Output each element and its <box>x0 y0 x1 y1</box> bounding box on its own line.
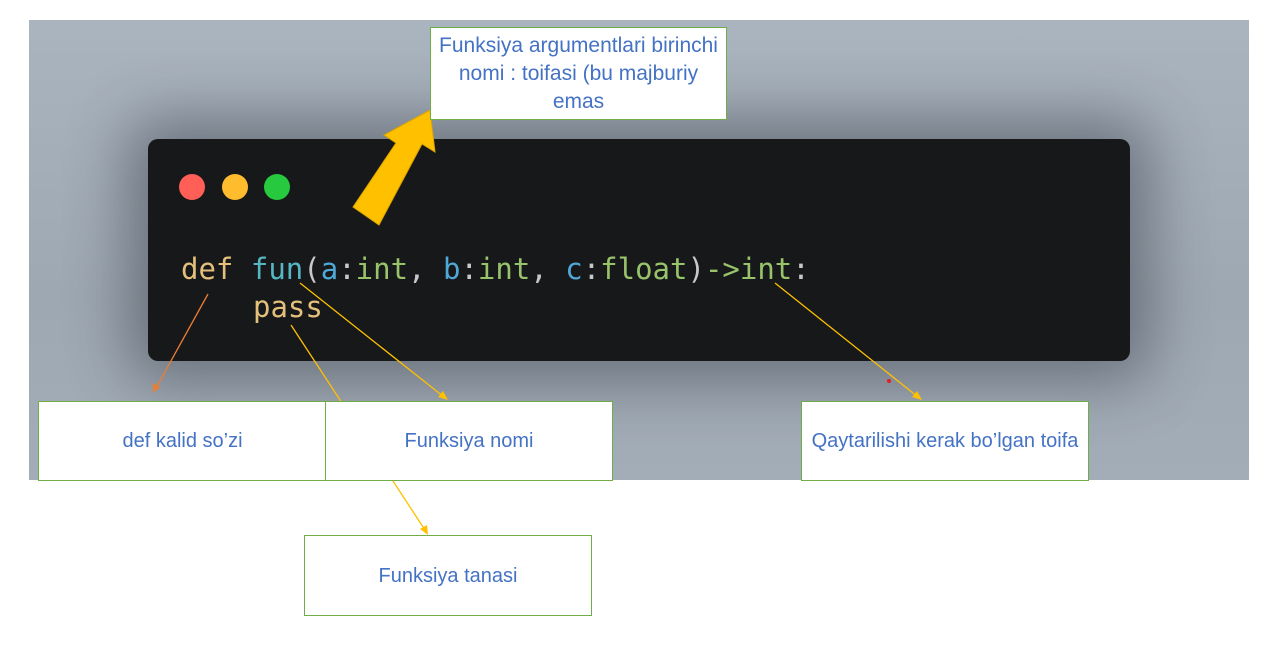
red-dot <box>887 379 891 383</box>
code-token: b <box>442 252 461 286</box>
code-token: int <box>739 252 793 286</box>
arrow-def <box>155 293 209 389</box>
code-token: ( <box>303 252 321 286</box>
code-token: : <box>582 252 601 286</box>
code-token: , <box>530 252 566 286</box>
code-token: ) <box>687 252 705 286</box>
code-token: float <box>600 252 688 286</box>
code-token: def <box>181 252 234 286</box>
arrow-name <box>299 282 445 398</box>
label-arguments: Funksiya argumentlari birinchi nomi : to… <box>430 27 727 120</box>
window-maximize-dot <box>264 174 290 200</box>
code-token: c <box>565 252 583 286</box>
code-line-pass: pass <box>253 290 323 324</box>
code-token: a <box>320 252 339 286</box>
code-token: int <box>477 252 531 286</box>
code-line-def: def fun(a:int, b:int, c:float)->int: <box>181 251 810 287</box>
code-token: , <box>408 252 443 286</box>
code-window <box>148 139 1130 361</box>
window-close-dot <box>179 174 205 200</box>
code-token: -> <box>704 252 740 286</box>
code-token: int <box>355 252 409 286</box>
big-arrow-icon <box>352 109 436 226</box>
code-token: fun <box>250 252 304 286</box>
code-token: : <box>792 252 810 286</box>
arrow-return <box>774 282 919 398</box>
label-return-type: Qaytarilishi kerak bo’lgan toifa <box>801 401 1089 481</box>
window-minimize-dot <box>222 174 248 200</box>
code-token: : <box>338 252 356 286</box>
label-def-keyword: def kalid so’zi <box>38 401 327 481</box>
label-function-body: Funksiya tanasi <box>304 535 592 616</box>
code-token: : <box>460 252 478 286</box>
label-function-name: Funksiya nomi <box>325 401 613 481</box>
